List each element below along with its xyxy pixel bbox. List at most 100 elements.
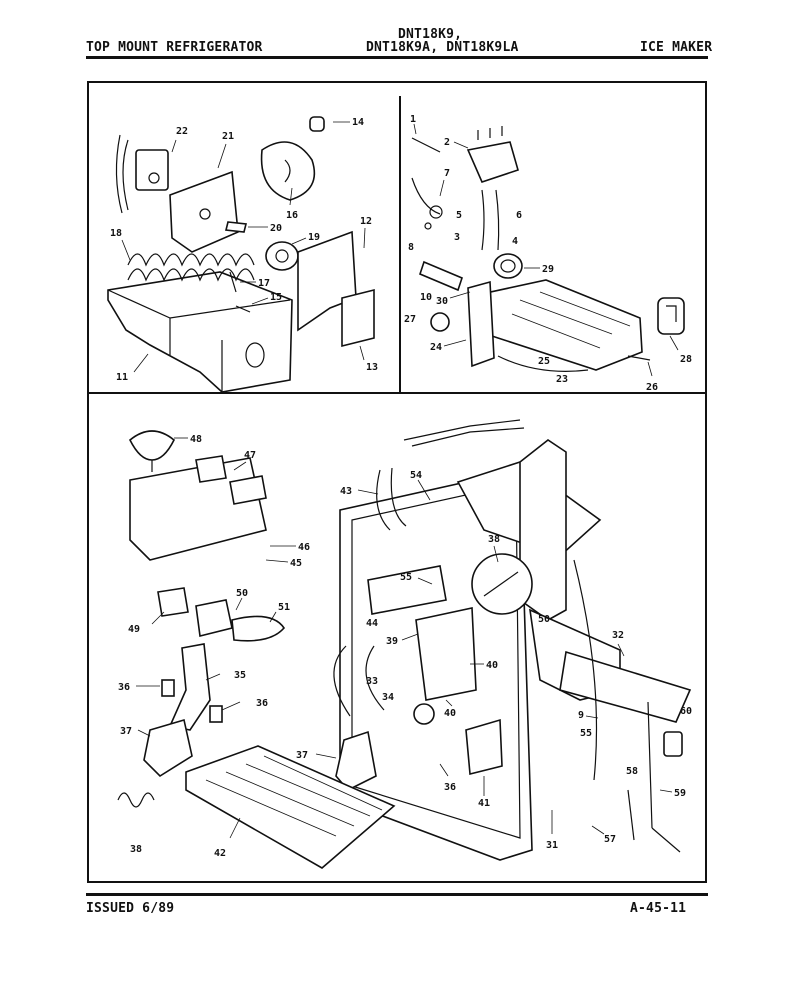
callout-24: 24: [430, 342, 442, 353]
callouts: 14 22 21 16 20 19 12 18 17 15 13 11 1 2 …: [110, 114, 692, 859]
callout-36a: 36: [118, 682, 130, 693]
callout-37b: 37: [296, 750, 308, 761]
callout-31: 31: [546, 840, 558, 851]
callout-57: 57: [604, 834, 616, 845]
callout-7: 7: [444, 168, 450, 179]
diagram-frame: [87, 81, 707, 883]
callout-58: 58: [626, 766, 638, 777]
part-cup-pad-left: [143, 718, 193, 778]
callout-55b: 55: [400, 572, 412, 583]
callout-9: 9: [578, 710, 584, 721]
part-shaft: [627, 355, 651, 361]
footer-issued: ISSUED 6/89: [86, 901, 175, 916]
callout-34: 34: [382, 692, 394, 703]
part-stripper: [430, 312, 450, 332]
part-light-socket: [128, 430, 176, 472]
part-thermostat: [657, 297, 685, 335]
callout-35: 35: [234, 670, 246, 681]
callout-60: 60: [680, 706, 692, 717]
callout-46: 43: [340, 486, 352, 497]
callout-50: 47: [244, 450, 256, 461]
footer-rule: [86, 893, 708, 896]
callout-42: 39: [386, 636, 398, 647]
callout-59: 59: [674, 788, 686, 799]
callout-2: 2: [444, 137, 450, 148]
callout-15: 15: [270, 292, 282, 303]
callout-21: 21: [222, 131, 234, 142]
callout-11: 11: [116, 372, 128, 383]
callout-56: 55: [580, 728, 592, 739]
part-actuator: [367, 565, 477, 701]
callout-26: 26: [646, 382, 658, 393]
part-valve-tubes: [411, 137, 500, 251]
callout-30: 30: [436, 296, 448, 307]
part-light-housing: [129, 455, 267, 561]
part-clip: [225, 221, 247, 233]
part-fitting: [663, 731, 683, 757]
callout-52: 49: [128, 624, 140, 635]
callout-25: 25: [538, 356, 550, 367]
callout-36c: 36: [444, 782, 456, 793]
part-ice-mold: [467, 279, 643, 371]
callout-12: 12: [360, 216, 372, 227]
callout-49: 46: [298, 542, 310, 553]
callout-43: 40: [444, 708, 456, 719]
callout-53: 50: [236, 588, 248, 599]
callout-8: 8: [408, 242, 414, 253]
callout-4: 4: [512, 236, 518, 247]
part-cup-pad-right: [335, 730, 377, 791]
footer-page-number: A-45-11: [630, 901, 687, 916]
part-lever-arm: [333, 645, 435, 725]
part-grommet: [309, 116, 325, 132]
header-left-title: TOP MOUNT REFRIGERATOR: [86, 40, 263, 55]
callout-13: 13: [366, 362, 378, 373]
part-lamp-assembly: [157, 587, 286, 642]
part-water-valve: [466, 126, 519, 183]
callout-23: 23: [556, 374, 568, 385]
callout-33: 33: [366, 676, 378, 687]
callout-45: 42: [214, 848, 226, 859]
part-insulation-pad: [559, 650, 692, 723]
callout-1: 1: [410, 114, 416, 125]
callout-14: 14: [352, 117, 364, 128]
callout-55a: 54: [410, 470, 422, 481]
callout-37a: 37: [120, 726, 132, 737]
callout-47: 44: [366, 618, 378, 629]
callout-32: 32: [612, 630, 624, 641]
callout-18: 18: [110, 228, 122, 239]
part-switch: [115, 134, 169, 214]
callout-29: 29: [542, 264, 554, 275]
callout-10: 10: [420, 292, 432, 303]
part-evaporator-housing: [107, 271, 293, 393]
header-right-title: ICE MAKER: [640, 40, 713, 55]
callout-16: 16: [286, 210, 298, 221]
callout-5: 5: [456, 210, 462, 221]
header-models-line1: DNT18K9,: [398, 27, 463, 42]
callout-3: 3: [454, 232, 460, 243]
callout-6: 6: [516, 210, 522, 221]
header-rule: [86, 56, 708, 59]
callout-20: 20: [270, 223, 282, 234]
callout-39: 40: [486, 660, 498, 671]
callout-28: 28: [680, 354, 692, 365]
callout-19: 19: [308, 232, 320, 243]
callout-54: 51: [278, 602, 290, 613]
part-spring: [117, 792, 155, 808]
part-fan-motor: [265, 241, 299, 271]
callout-36b: 36: [256, 698, 268, 709]
part-heater-coil: [127, 253, 255, 282]
part-chute-door: [465, 718, 503, 776]
callout-41: 38: [488, 534, 500, 545]
callout-48: 45: [290, 558, 302, 569]
part-switch-bracket: [471, 553, 533, 615]
callout-27: 27: [404, 314, 416, 325]
part-fan-blade: [260, 141, 316, 201]
header-models-line2: DNT18K9A, DNT18K9LA: [366, 40, 519, 55]
part-wire-harness: [376, 419, 525, 531]
callout-22: 22: [176, 126, 188, 137]
callout-17: 17: [258, 278, 270, 289]
callout-40: 50: [538, 614, 550, 625]
part-pin: [229, 271, 251, 313]
part-mold-heater: [497, 355, 589, 372]
